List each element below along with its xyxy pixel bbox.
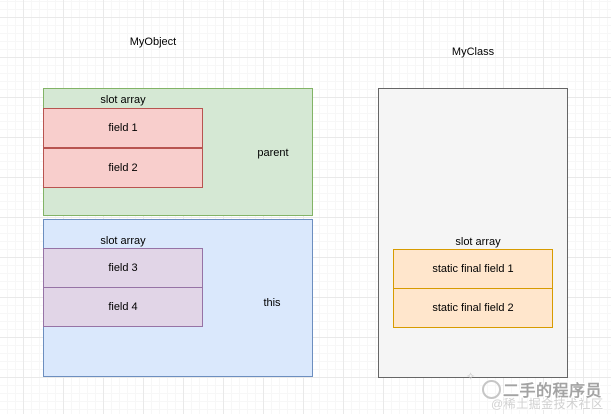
watermark-sparkle-icon: ✧ [466, 371, 476, 383]
field-4-box: field 4 [43, 287, 203, 327]
myclass-title: MyClass [451, 46, 495, 58]
field-2-box: field 2 [43, 148, 203, 188]
watermark-community: @稀土掘金技术社区 [491, 397, 604, 411]
watermark-name: 二手的程序员 [503, 383, 603, 400]
class-slot-array-label: slot array [455, 236, 501, 248]
this-region-label: this [263, 297, 281, 309]
this-slot-array-label: slot array [100, 235, 146, 247]
myobject-title: MyObject [129, 36, 177, 48]
static-final-field-1-box: static final field 1 [393, 249, 553, 289]
static-final-field-2-box: static final field 2 [393, 288, 553, 328]
watermark-logo-icon [482, 380, 501, 399]
parent-slot-array-label: slot array [100, 94, 146, 106]
field-1-box: field 1 [43, 108, 203, 148]
class-slot-array-group [378, 88, 568, 378]
field-3-box: field 3 [43, 248, 203, 288]
parent-region-label: parent [257, 147, 289, 159]
